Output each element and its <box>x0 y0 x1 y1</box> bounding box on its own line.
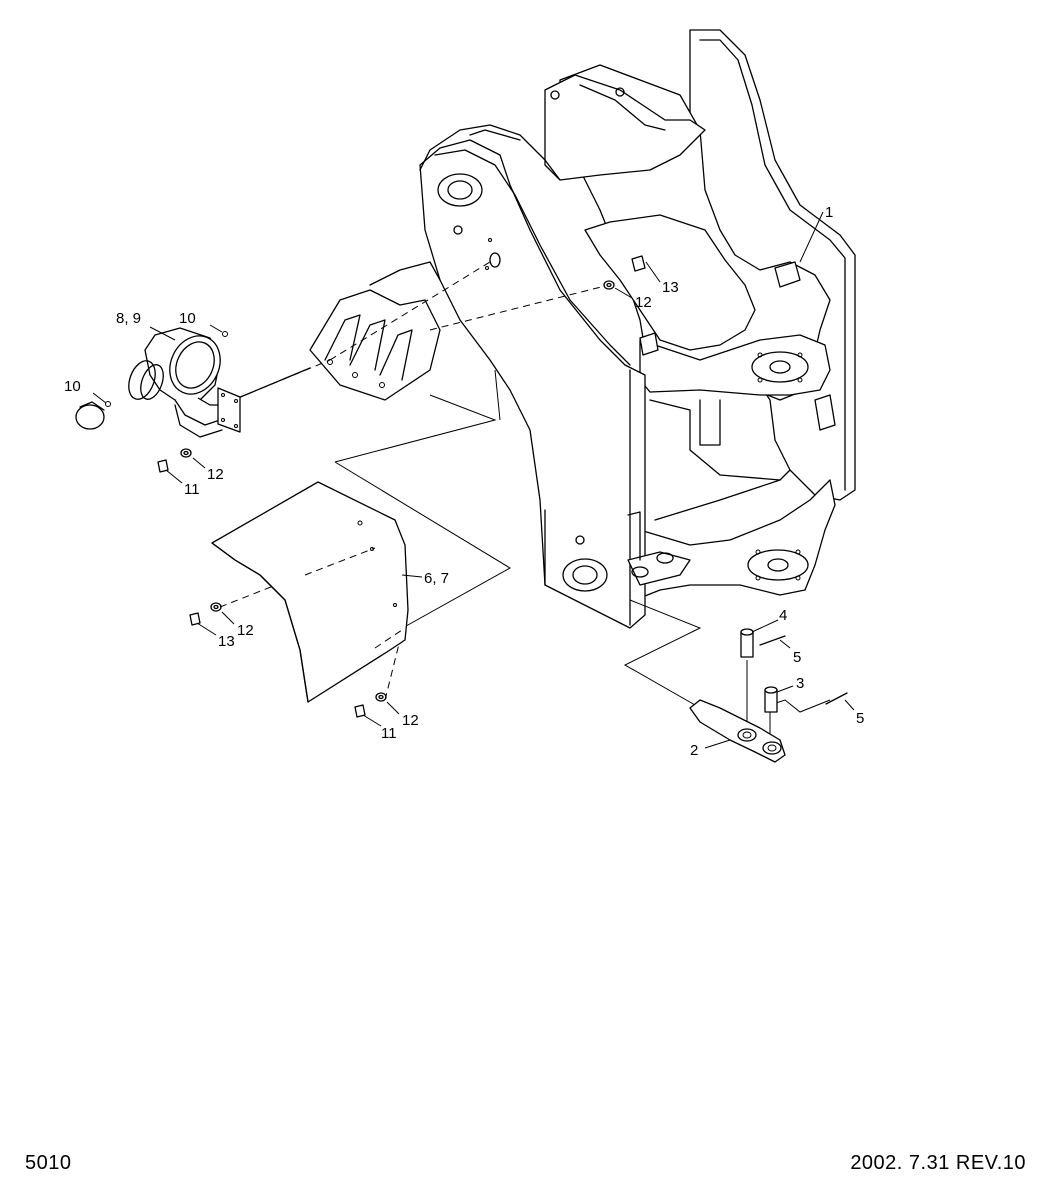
callout-12-upper-right: 12 <box>635 294 652 311</box>
callout-13-lower: 13 <box>218 633 235 650</box>
callout-4: 4 <box>779 607 787 624</box>
hardware <box>157 255 646 718</box>
callout-8-9: 8, 9 <box>116 310 141 327</box>
callout-2: 2 <box>690 742 698 759</box>
link-and-pins <box>689 628 848 763</box>
callout-12-cover: 12 <box>237 622 254 639</box>
callout-labels: 1 2 3 4 5 5 6, 7 8, 9 10 10 11 11 12 12 … <box>64 204 864 759</box>
callout-6-7: 6, 7 <box>424 570 449 587</box>
callout-5-lower: 5 <box>856 710 864 727</box>
callout-1: 1 <box>825 204 833 221</box>
callout-3: 3 <box>796 675 804 692</box>
revision-date: 2002. 7.31 REV.10 <box>850 1152 1026 1174</box>
callout-11-upper: 11 <box>184 481 200 498</box>
callout-10-left: 10 <box>64 378 81 395</box>
callout-12-pipe: 12 <box>207 466 224 483</box>
callout-10-upper: 10 <box>179 310 196 327</box>
main-frame <box>309 29 856 629</box>
cover-plate <box>211 481 409 703</box>
page-code: 5010 <box>25 1152 72 1174</box>
assembly-lines <box>219 261 831 740</box>
callout-13-upper: 13 <box>662 279 679 296</box>
elbow-pipe <box>75 327 241 438</box>
callout-5-upper: 5 <box>793 649 801 666</box>
callout-12-lower: 12 <box>402 712 419 729</box>
callout-leaders <box>92 211 855 749</box>
parts-diagram: 1 2 3 4 5 5 6, 7 8, 9 10 10 11 11 12 12 … <box>64 29 864 763</box>
callout-11-lower: 11 <box>381 725 397 742</box>
